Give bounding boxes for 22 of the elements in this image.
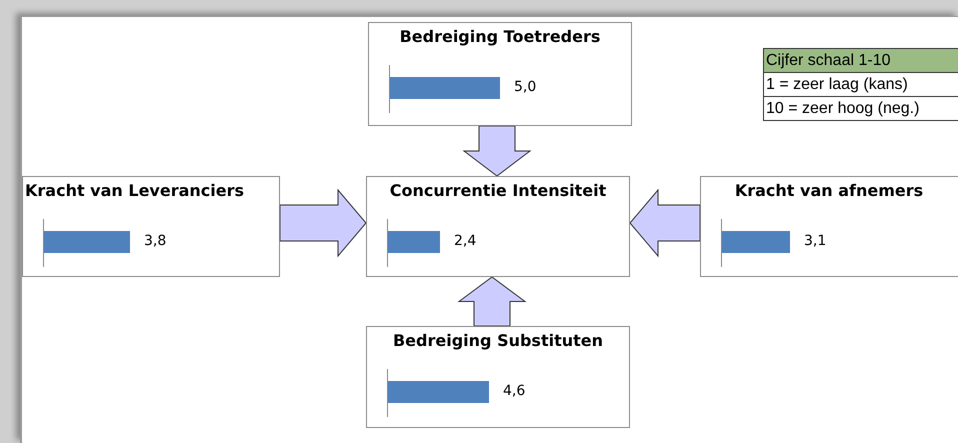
table-cell: 1 = zeer laag (kans) xyxy=(764,72,958,96)
box-title: Kracht van Leveranciers xyxy=(25,181,246,200)
force-box xyxy=(22,176,280,277)
box-title: Kracht van afnemers xyxy=(734,181,924,200)
force-box xyxy=(366,176,630,277)
score-value: 2,4 xyxy=(454,233,476,249)
block-arrow xyxy=(457,276,527,326)
block-arrow xyxy=(462,126,532,177)
force-box xyxy=(368,22,632,126)
score-value: 5,0 xyxy=(514,79,536,95)
force-box xyxy=(700,176,958,277)
block-arrow xyxy=(280,188,367,258)
score-value: 4,6 xyxy=(503,383,526,399)
box-title: Bedreiging Toetreders xyxy=(398,27,602,46)
table-cell: Cijfer schaal 1-10 xyxy=(764,49,958,72)
table-cell: 10 = zeer hoog (neg.) xyxy=(764,96,958,120)
score-value: 3,1 xyxy=(804,233,826,249)
box-title: Bedreiging Substituten xyxy=(392,331,604,350)
score-value: 3,8 xyxy=(144,233,166,249)
force-box xyxy=(366,326,630,428)
box-title: Concurrentie Intensiteit xyxy=(388,181,608,200)
block-arrow xyxy=(629,188,700,258)
